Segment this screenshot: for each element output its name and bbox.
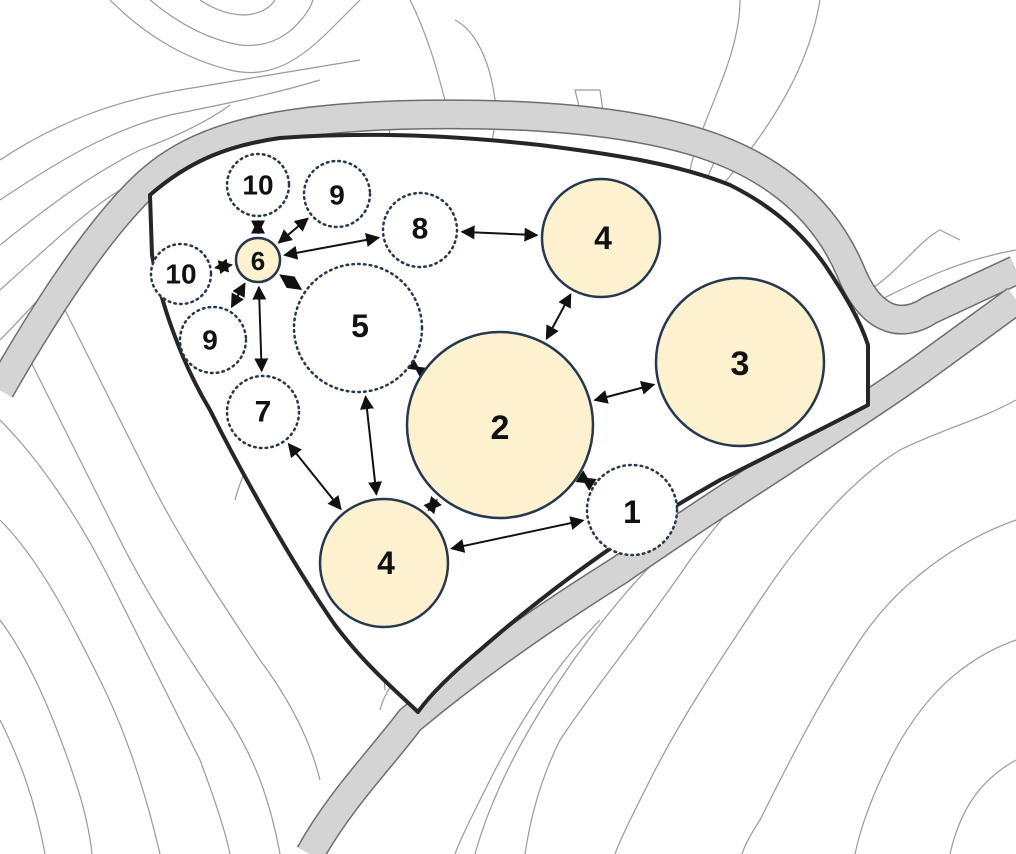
arrow-z6-z5 bbox=[279, 274, 303, 291]
zone-z1: 1 bbox=[585, 463, 679, 557]
road bbox=[0, 99, 1016, 854]
arrow-z7-z4b bbox=[287, 442, 342, 511]
arrow-z6-z9b bbox=[230, 282, 246, 309]
zone-circle bbox=[225, 152, 291, 218]
arrow-z2-z1 bbox=[575, 470, 597, 491]
zone-circle bbox=[654, 276, 826, 448]
zone-z10a: 10 bbox=[225, 152, 291, 218]
zone-label: 10 bbox=[165, 259, 196, 290]
zone-z8: 8 bbox=[381, 191, 459, 269]
zone-z7: 7 bbox=[225, 374, 301, 450]
arrow-z6-z8 bbox=[283, 233, 381, 260]
zone-circle bbox=[292, 262, 424, 394]
zone-label: 8 bbox=[412, 213, 429, 246]
arrow-z6-z9a bbox=[277, 217, 309, 244]
zone-z10b: 10 bbox=[149, 242, 213, 306]
zone-label: 4 bbox=[377, 545, 395, 581]
zone-label: 4 bbox=[594, 220, 612, 256]
zone-z2: 2 bbox=[405, 330, 595, 520]
zone-circle bbox=[178, 305, 248, 375]
zone-label: 7 bbox=[255, 396, 272, 429]
zone-circle bbox=[318, 497, 450, 629]
arrow-z6-z7 bbox=[252, 285, 269, 373]
zone-z4b: 4 bbox=[318, 497, 450, 629]
zone-z9a: 9 bbox=[302, 159, 372, 229]
zone-label: 3 bbox=[731, 345, 750, 383]
arrow-z1-z4b bbox=[450, 516, 585, 553]
zone-label: 10 bbox=[242, 170, 273, 201]
zone-label: 2 bbox=[491, 409, 510, 447]
zone-label: 1 bbox=[623, 494, 641, 530]
zone-z5: 5 bbox=[292, 262, 424, 394]
zone-circle bbox=[149, 242, 213, 306]
zone-z3: 3 bbox=[654, 276, 826, 448]
arrow-z4a-z2 bbox=[545, 293, 572, 341]
zone-circle bbox=[381, 191, 459, 269]
zone-z4a: 4 bbox=[540, 177, 662, 299]
zone-label: 6 bbox=[251, 246, 265, 276]
zone-label: 9 bbox=[202, 325, 218, 356]
zone-circle bbox=[225, 374, 301, 450]
arrow-z8-z4a bbox=[460, 225, 539, 242]
zone-circle bbox=[234, 236, 282, 284]
zone-circle bbox=[585, 463, 679, 557]
arrow-z2-z4b bbox=[423, 496, 442, 515]
arrow-z6-z10b bbox=[214, 258, 233, 274]
zone-z9b: 9 bbox=[178, 305, 248, 375]
zone-circle bbox=[405, 330, 595, 520]
zone-circle bbox=[540, 177, 662, 299]
arrow-z5-z4b bbox=[360, 395, 382, 496]
zone-label: 5 bbox=[351, 308, 369, 344]
zone-label: 9 bbox=[329, 180, 345, 211]
zone-z6: 6 bbox=[234, 236, 282, 284]
arrow-z2-z3 bbox=[593, 381, 656, 404]
connection-arrows bbox=[214, 217, 656, 553]
arrow-z5-z2 bbox=[404, 356, 430, 380]
zone-circle bbox=[302, 159, 372, 229]
